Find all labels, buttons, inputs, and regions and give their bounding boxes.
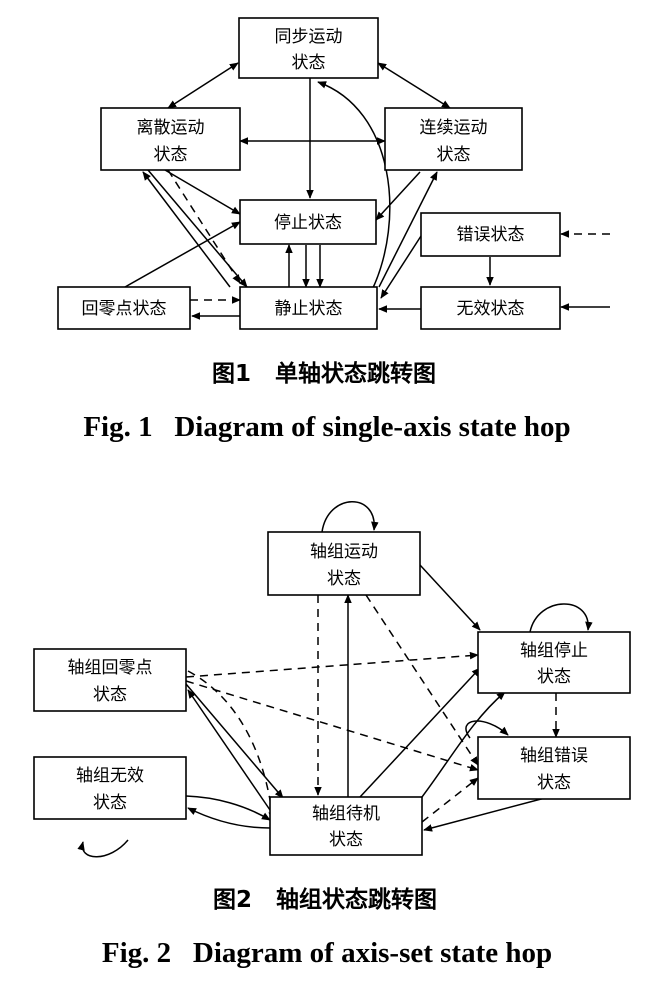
state-continuous-motion-line1: 连续运动 xyxy=(420,118,488,138)
arrow-error-standby xyxy=(423,797,546,832)
arrow-motion-stop xyxy=(419,564,481,631)
arrow-homing-standby xyxy=(185,683,284,799)
state-group-error-line1: 轴组错误 xyxy=(520,746,588,766)
state-homing: 回零点状态 xyxy=(57,286,191,330)
figure1-caption-en: Fig. 1 Diagram of single-axis state hop xyxy=(83,411,570,443)
state-group-homing-line1: 轴组回零点 xyxy=(68,658,153,678)
state-group-disabled: 轴组无效 状态 xyxy=(33,756,187,820)
arrow-discrete-stop xyxy=(164,169,241,215)
state-standstill-label: 静止状态 xyxy=(275,299,343,319)
arrow-standby-disabled xyxy=(187,807,271,829)
arrow-standby-stop-2 xyxy=(421,691,506,798)
figure1-single-axis-diagram: 同步运动 状态 离散运动 状态 连续运动 状态 停止状态 错误状态 回零点状态 … xyxy=(57,17,610,443)
arrow-standby-error-dashed xyxy=(421,777,479,823)
state-group-disabled-line1: 轴组无效 xyxy=(76,766,144,786)
loop-group-stop xyxy=(529,603,593,633)
figure1-caption-cn: 图1 单轴状态跳转图 xyxy=(212,360,436,387)
arrow-homing-error-dashed xyxy=(185,680,479,772)
arrow-disabled-standby xyxy=(185,795,271,821)
state-sync-motion-line1: 同步运动 xyxy=(275,27,343,47)
state-discrete-motion: 离散运动 状态 xyxy=(100,107,241,171)
figure2-caption-en: Fig. 2 Diagram of axis-set state hop xyxy=(102,937,552,969)
arrow-standstill-continuous xyxy=(378,171,438,288)
loop-group-disabled xyxy=(77,839,129,858)
figure2-axis-set-diagram: 轴组运动 状态 轴组回零点 状态 轴组停止 状态 轴组无效 状态 轴组错误 状态… xyxy=(33,501,631,969)
state-group-stop-line1: 轴组停止 xyxy=(520,641,588,661)
arrow-homing-stop xyxy=(124,221,241,288)
state-sync-motion: 同步运动 状态 xyxy=(238,17,379,79)
arrow-standstill-sync xyxy=(317,81,391,291)
state-stop: 停止状态 xyxy=(239,199,377,245)
state-group-motion-line1: 轴组运动 xyxy=(310,542,378,562)
state-group-homing-line2: 状态 xyxy=(93,685,127,705)
state-standstill: 静止状态 xyxy=(239,286,378,330)
fig1-transitions xyxy=(124,62,610,320)
state-continuous-motion-line2: 状态 xyxy=(437,145,471,165)
arrow-standstill-discrete xyxy=(142,171,231,288)
state-group-standby: 轴组待机 状态 xyxy=(269,796,423,856)
figure2-caption-cn: 图2 轴组状态跳转图 xyxy=(213,886,437,913)
arrow-error-standstill xyxy=(380,235,422,299)
arrow-standby-homing xyxy=(187,689,271,811)
state-error-label: 错误状态 xyxy=(457,225,525,245)
state-group-stop-line2: 状态 xyxy=(537,667,571,687)
state-group-stop: 轴组停止 状态 xyxy=(477,631,631,694)
state-group-motion-line2: 状态 xyxy=(327,569,361,589)
loop-group-motion xyxy=(321,501,379,533)
arrow-homing-stop-dashed xyxy=(185,651,479,678)
state-group-error-line2: 状态 xyxy=(537,773,571,793)
state-group-disabled-line2: 状态 xyxy=(93,793,127,813)
state-group-homing: 轴组回零点 状态 xyxy=(33,648,187,712)
state-sync-motion-line2: 状态 xyxy=(292,53,326,73)
state-continuous-motion: 连续运动 状态 xyxy=(384,107,523,171)
state-stop-label: 停止状态 xyxy=(274,213,342,233)
state-group-standby-line1: 轴组待机 xyxy=(312,804,380,824)
arrow-continuous-stop xyxy=(375,171,421,221)
arrow-motion-error-dashed xyxy=(365,594,479,766)
state-group-motion: 轴组运动 状态 xyxy=(267,531,421,596)
state-discrete-motion-line1: 离散运动 xyxy=(137,118,205,138)
state-group-error: 轴组错误 状态 xyxy=(477,736,631,800)
state-disabled-label: 无效状态 xyxy=(457,299,525,319)
arrow-discrete-standstill-dashed xyxy=(167,169,241,284)
state-error: 错误状态 xyxy=(420,212,561,257)
arrow-standby-stop-1 xyxy=(359,667,481,798)
arrow-sync-continuous xyxy=(377,62,451,109)
state-disabled: 无效状态 xyxy=(420,286,561,330)
state-group-standby-line2: 状态 xyxy=(329,830,363,850)
loop-group-error xyxy=(465,720,509,739)
state-discrete-motion-line2: 状态 xyxy=(154,145,188,165)
arrow-sync-discrete xyxy=(167,62,239,109)
state-homing-label: 回零点状态 xyxy=(82,299,167,319)
